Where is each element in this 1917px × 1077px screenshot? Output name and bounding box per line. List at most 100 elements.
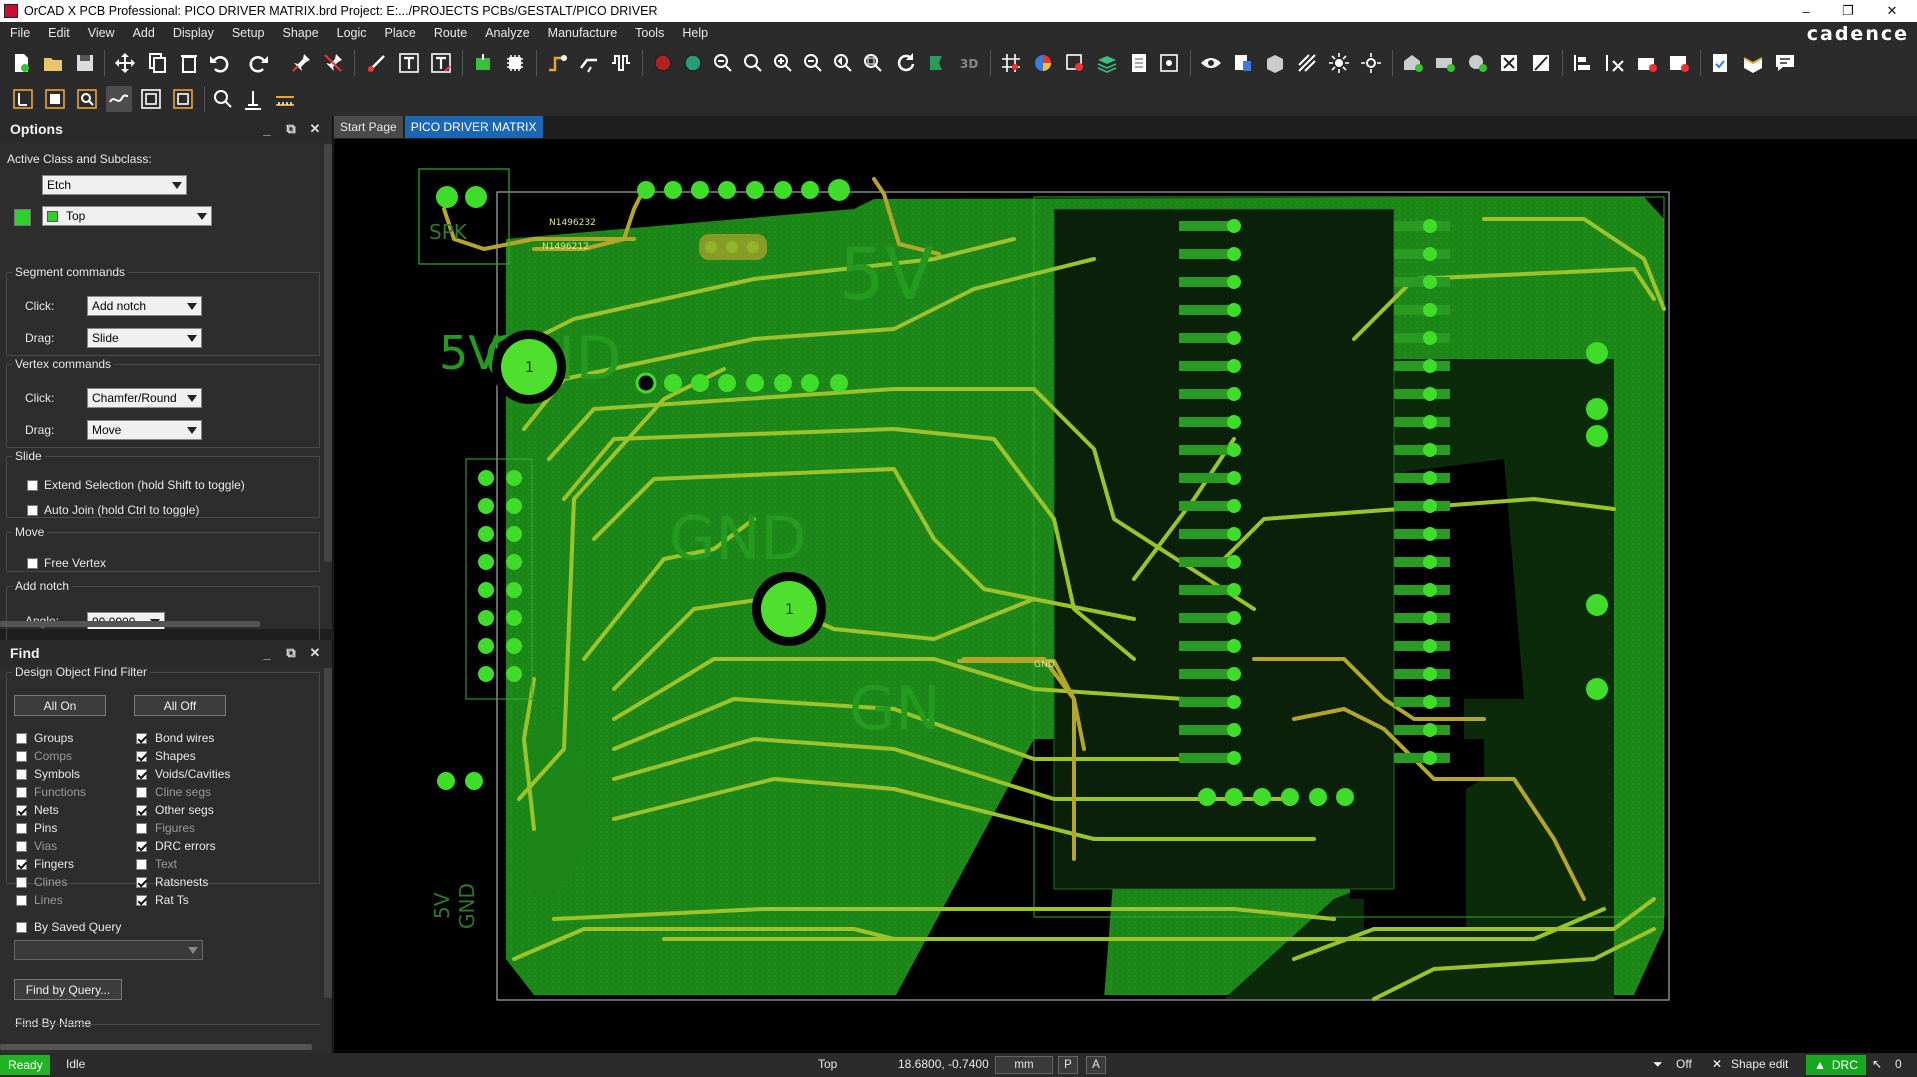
menu-manufacture[interactable]: Manufacture bbox=[547, 26, 618, 40]
pad[interactable] bbox=[506, 554, 522, 570]
dim-light-icon[interactable] bbox=[1358, 50, 1384, 76]
pin-pad[interactable] bbox=[1423, 471, 1437, 485]
send-icon[interactable] bbox=[1740, 50, 1766, 76]
menu-tools[interactable]: Tools bbox=[635, 26, 665, 40]
find-text-checkbox[interactable] bbox=[136, 859, 147, 870]
find-figures-checkbox[interactable] bbox=[136, 823, 147, 834]
connect-icon[interactable] bbox=[544, 50, 570, 76]
delay-tune-icon[interactable] bbox=[608, 50, 634, 76]
menu-edit[interactable]: Edit bbox=[48, 26, 70, 40]
pin-pad[interactable] bbox=[1423, 751, 1437, 765]
pad[interactable] bbox=[1336, 788, 1354, 806]
shape-edit-icon[interactable] bbox=[1528, 50, 1554, 76]
component-3d-icon[interactable] bbox=[1262, 50, 1288, 76]
pad[interactable] bbox=[465, 772, 483, 790]
align-icon[interactable] bbox=[1570, 50, 1596, 76]
menu-logic[interactable]: Logic bbox=[336, 26, 367, 40]
zoom-points-icon[interactable] bbox=[740, 50, 766, 76]
pad[interactable] bbox=[718, 181, 736, 199]
pad[interactable] bbox=[506, 498, 522, 514]
pin-pad[interactable] bbox=[1227, 359, 1241, 373]
pin-pad[interactable] bbox=[1423, 639, 1437, 653]
pin-pad[interactable] bbox=[1227, 275, 1241, 289]
menu-help[interactable]: Help bbox=[682, 26, 709, 40]
pin-pad[interactable] bbox=[1423, 303, 1437, 317]
pad[interactable] bbox=[436, 186, 458, 208]
pad[interactable] bbox=[1586, 398, 1608, 420]
menu-shape[interactable]: Shape bbox=[282, 26, 319, 40]
pad[interactable] bbox=[691, 374, 709, 392]
tab-start-page[interactable]: Start Page bbox=[334, 116, 403, 138]
pin-pad[interactable] bbox=[1423, 723, 1437, 737]
pad[interactable] bbox=[465, 186, 487, 208]
comment-icon[interactable] bbox=[1772, 50, 1798, 76]
pin-pad[interactable] bbox=[1423, 219, 1437, 233]
shape-edit-status[interactable]: Shape edit bbox=[1731, 1057, 1789, 1071]
pad[interactable] bbox=[828, 179, 850, 201]
pad[interactable] bbox=[774, 181, 792, 199]
pin-pad[interactable] bbox=[1227, 303, 1241, 317]
find-ratsnests-checkbox[interactable] bbox=[136, 877, 147, 888]
drc-status[interactable]: ▲ DRC bbox=[1806, 1055, 1866, 1075]
pad[interactable] bbox=[1253, 788, 1271, 806]
pad[interactable] bbox=[664, 374, 682, 392]
pin-pad[interactable] bbox=[1423, 611, 1437, 625]
pad[interactable] bbox=[478, 498, 494, 514]
all-off-button[interactable]: All Off bbox=[134, 695, 226, 716]
pad[interactable] bbox=[478, 638, 494, 654]
find-clines-checkbox[interactable] bbox=[16, 877, 27, 888]
find-rat-ts-checkbox[interactable] bbox=[136, 895, 147, 906]
pin-pad[interactable] bbox=[1423, 667, 1437, 681]
add-rect-shape-icon[interactable] bbox=[1432, 50, 1458, 76]
pin-pad[interactable] bbox=[1423, 275, 1437, 289]
move-icon[interactable] bbox=[112, 50, 138, 76]
class-dropdown[interactable]: Etch bbox=[42, 175, 187, 195]
pad[interactable] bbox=[1225, 788, 1243, 806]
pin-pad[interactable] bbox=[1227, 247, 1241, 261]
pin-pad[interactable] bbox=[1227, 387, 1241, 401]
pad[interactable] bbox=[478, 554, 494, 570]
layer-color-swatch[interactable] bbox=[14, 209, 31, 226]
minimize-button[interactable]: – bbox=[1802, 3, 1810, 19]
float-panel-icon[interactable]: ⧉ bbox=[286, 121, 296, 136]
dimension-icon[interactable] bbox=[240, 86, 266, 112]
pin-pad[interactable] bbox=[1423, 331, 1437, 345]
pin-pad[interactable] bbox=[1227, 219, 1241, 233]
edit-text-icon[interactable] bbox=[428, 50, 454, 76]
close-window-button[interactable]: ✕ bbox=[1886, 3, 1898, 18]
tab-pico-driver-matrix[interactable]: PICO DRIVER MATRIX bbox=[404, 116, 543, 138]
pin-pad[interactable] bbox=[1227, 443, 1241, 457]
find-scrollbar[interactable] bbox=[324, 668, 332, 998]
pin-icon[interactable] bbox=[288, 50, 314, 76]
undo-icon[interactable] bbox=[206, 50, 232, 76]
pad[interactable] bbox=[718, 374, 736, 392]
pin-pad[interactable] bbox=[1423, 555, 1437, 569]
pad[interactable] bbox=[801, 374, 819, 392]
find-nets-checkbox[interactable] bbox=[16, 805, 27, 816]
menu-setup[interactable]: Setup bbox=[231, 26, 265, 40]
options-hscrollbar[interactable] bbox=[0, 621, 260, 627]
menu-file[interactable]: File bbox=[10, 26, 31, 40]
unrats-icon[interactable] bbox=[1294, 50, 1320, 76]
placement-edit-icon[interactable] bbox=[42, 86, 68, 112]
pad[interactable] bbox=[478, 470, 494, 486]
pin-pad[interactable] bbox=[1227, 695, 1241, 709]
pin-pad[interactable] bbox=[1227, 751, 1241, 765]
by-saved-query-checkbox[interactable] bbox=[16, 922, 27, 933]
pin-pad[interactable] bbox=[1423, 499, 1437, 513]
segment-drag-dropdown[interactable]: Slide bbox=[87, 328, 202, 348]
pad[interactable] bbox=[1281, 788, 1299, 806]
find-fingers-checkbox[interactable] bbox=[16, 859, 27, 870]
copy-icon[interactable] bbox=[144, 50, 170, 76]
pin-pad[interactable] bbox=[1227, 527, 1241, 541]
find-hscrollbar[interactable] bbox=[0, 1044, 312, 1050]
pin-pad[interactable] bbox=[1227, 331, 1241, 345]
find-cline-segs-checkbox[interactable] bbox=[136, 787, 147, 798]
find-symbols-checkbox[interactable] bbox=[16, 769, 27, 780]
pad[interactable] bbox=[637, 181, 655, 199]
settings-icon[interactable] bbox=[1156, 50, 1182, 76]
pin-pad[interactable] bbox=[1423, 247, 1437, 261]
find-bond-wires-checkbox[interactable] bbox=[136, 733, 147, 744]
place-manual-icon[interactable] bbox=[470, 50, 496, 76]
pin-pad[interactable] bbox=[1227, 639, 1241, 653]
